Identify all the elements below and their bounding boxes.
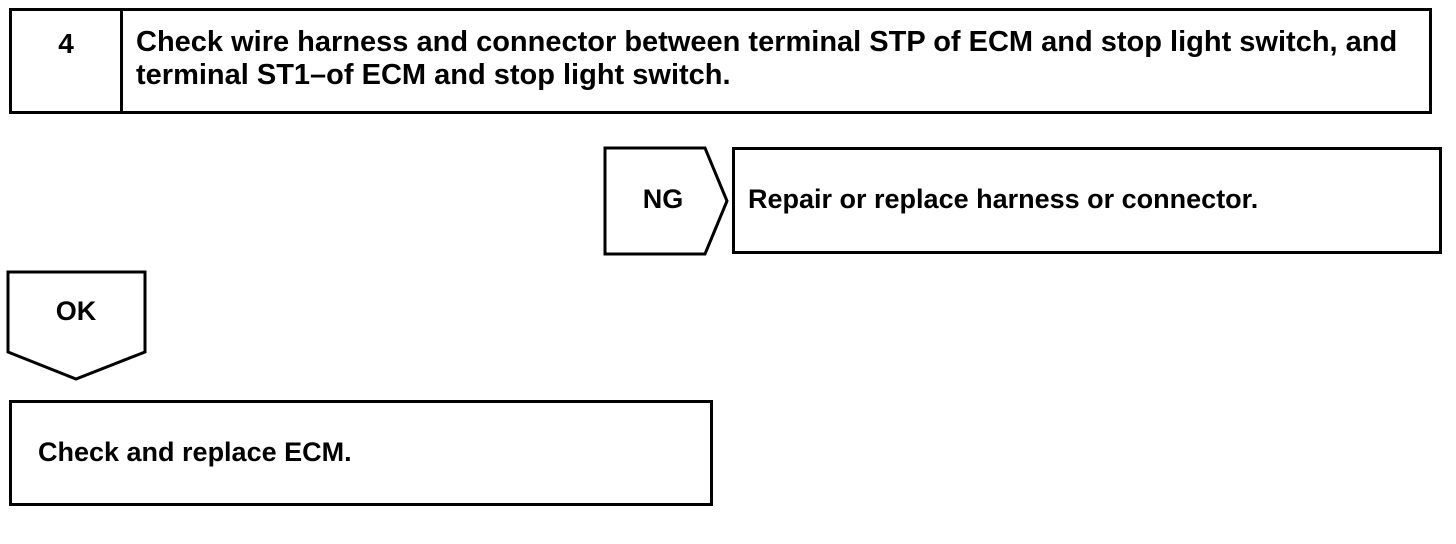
ok-action-text: Check and replace ECM.: [38, 437, 352, 467]
step-title: Check wire harness and connector between…: [136, 26, 1398, 91]
step-number: 4: [58, 28, 74, 59]
step-box: [9, 8, 1432, 114]
ng-action-box: [732, 147, 1442, 254]
step-divider: [120, 8, 123, 114]
ok-action-box: [9, 400, 713, 506]
ok-arrow-shape: [6, 270, 147, 381]
ok-label: OK: [55, 296, 97, 326]
ng-action-text: Repair or replace harness or connector.: [748, 184, 1259, 214]
ng-arrow-shape: [603, 146, 729, 256]
ng-label: NG: [642, 184, 684, 214]
